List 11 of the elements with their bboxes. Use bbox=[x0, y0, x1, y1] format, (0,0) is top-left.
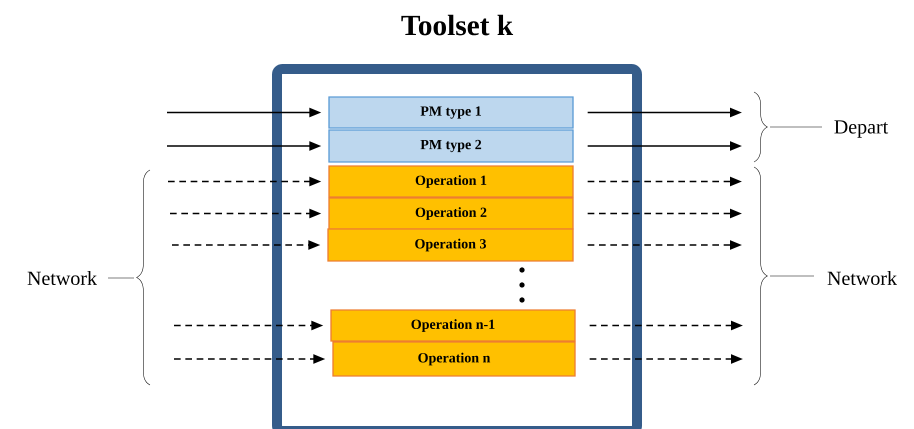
brace-label: Depart bbox=[834, 120, 888, 138]
pm-box: PM type 1 bbox=[328, 96, 574, 129]
brace-label: Network bbox=[828, 270, 897, 286]
pm-box: PM type 2 bbox=[328, 129, 574, 163]
operation-box: Operation 3 bbox=[327, 228, 574, 262]
operation-box: Operation n-1 bbox=[330, 309, 576, 342]
brace-label: Network bbox=[28, 270, 97, 286]
operation-box: Operation n bbox=[332, 341, 576, 377]
operation-box: Operation 1 bbox=[328, 165, 574, 198]
operation-box: Operation 2 bbox=[328, 197, 574, 230]
node-label: Toolset k bbox=[401, 14, 514, 36]
